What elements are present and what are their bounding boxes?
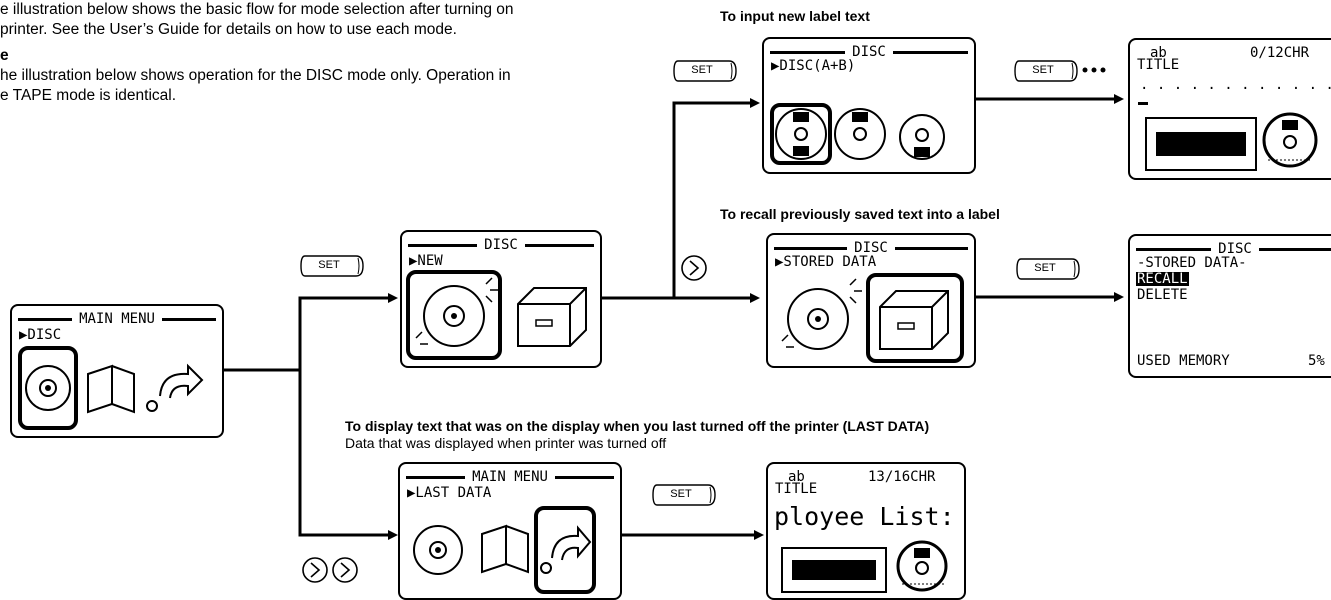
screen-selection: ▶STORED DATA	[775, 254, 877, 270]
screen-title: DISC	[484, 237, 518, 253]
intro-line-4: e TAPE mode is identical.	[0, 87, 177, 104]
label-tape-icons	[1138, 102, 1318, 171]
screen-main-menu: MAIN MENU ▶DISC	[10, 304, 224, 438]
set-key-4: SET	[1016, 258, 1080, 280]
intro-line-3: he illustration below shows operation fo…	[0, 67, 511, 84]
set-key-1: SET	[300, 255, 364, 277]
used-memory-label: USED MEMORY	[1137, 353, 1230, 369]
screen-title: MAIN MENU	[79, 311, 155, 327]
set-key-label: SET	[691, 64, 713, 76]
set-key-label: SET	[1034, 262, 1056, 274]
caption-recall: To recall previously saved text into a l…	[720, 206, 1000, 222]
char-counter: 13/16CHR	[868, 469, 936, 485]
set-key-3: SET	[1014, 60, 1078, 82]
empty-text-dots: · · · · · · · · · · · ·	[1140, 81, 1331, 97]
label-text: ployee List:	[774, 502, 955, 531]
screen-stored-menu: DISC -STORED DATA- RECALL DELETE USED ME…	[1128, 234, 1331, 378]
field-title: TITLE	[775, 481, 818, 497]
set-key-5: SET	[652, 484, 716, 506]
used-memory-value: 5%	[1308, 353, 1325, 369]
screen-title: DISC	[852, 44, 886, 60]
ellipsis-dots	[1082, 67, 1106, 73]
screen-title: MAIN MENU	[472, 469, 548, 485]
menu-item-delete[interactable]: DELETE	[1137, 287, 1188, 303]
caption-last-data-sub: Data that was displayed when printer was…	[345, 435, 667, 451]
disc-drawer-icons	[781, 273, 964, 363]
screen-top-ab: ab	[788, 469, 805, 485]
screen-last-text: ab 13/16CHR TITLE ployee List:	[766, 462, 966, 600]
screen-disc-ab: DISC ▶DISC(A+B)	[762, 37, 976, 174]
screen-selection: ▶DISC(A+B)	[771, 58, 856, 74]
intro-subheading: e	[0, 47, 9, 64]
screen-title: DISC	[1218, 241, 1252, 257]
screen-selection: ▶DISC	[19, 327, 62, 343]
disc-type-icons	[770, 103, 945, 165]
disc-tape-last-icons	[413, 506, 596, 594]
caption-new-label: To input new label text	[720, 8, 870, 24]
char-counter: 0/12CHR	[1250, 45, 1310, 61]
screen-selection: ▶NEW	[409, 253, 443, 269]
menu-item-recall[interactable]: RECALL	[1136, 271, 1189, 287]
screen-title: DISC	[854, 240, 888, 256]
caption-last-data: To display text that was on the display …	[345, 418, 930, 434]
screen-input-new: ab 0/12CHR TITLE · · · · · · · · · · · ·	[1128, 38, 1331, 180]
stored-data-heading: -STORED DATA-	[1137, 255, 1247, 271]
set-key-label: SET	[670, 488, 692, 500]
screen-last-menu: MAIN MENU ▶LAST DATA	[398, 462, 622, 600]
disc-drawer-icons	[406, 270, 587, 360]
field-title: TITLE	[1137, 57, 1180, 73]
set-key-label: SET	[318, 259, 340, 271]
screen-top-ab: ab	[1150, 45, 1167, 61]
set-key-2: SET	[673, 60, 737, 82]
set-key-label: SET	[1032, 64, 1054, 76]
disc-tape-last-icons	[18, 346, 204, 430]
screen-selection: ▶LAST DATA	[407, 485, 492, 501]
intro-text: e illustration below shows the basic flo…	[0, 0, 660, 106]
intro-line-1: e illustration below shows the basic flo…	[0, 1, 514, 18]
intro-line-2: printer. See the User’s Guide for detail…	[0, 21, 457, 38]
label-tape-icons	[781, 540, 948, 593]
screen-stored-data: DISC ▶STORED DATA	[766, 233, 976, 368]
screen-disc-new: DISC ▶NEW	[400, 230, 602, 368]
